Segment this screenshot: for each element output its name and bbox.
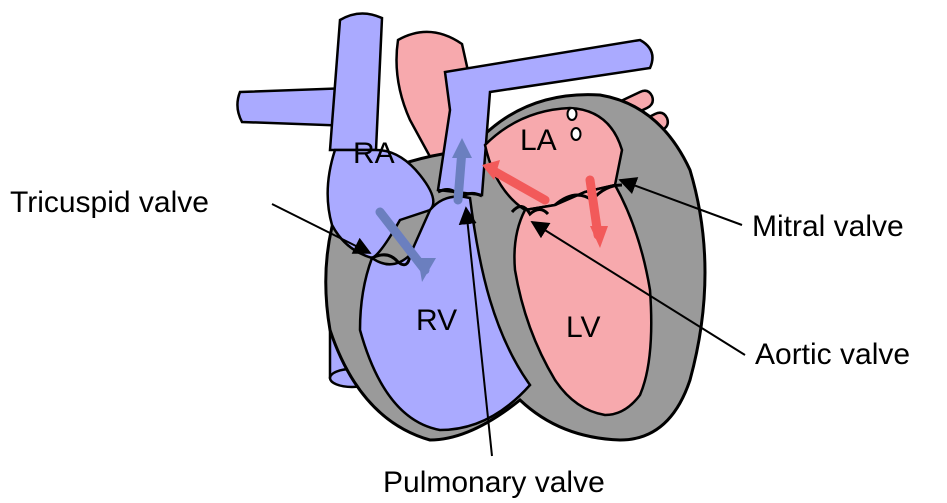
la-opening-2 [572,128,581,140]
superior-vena-cava [330,13,382,150]
label-rv: RV [416,304,457,337]
label-mitral-valve: Mitral valve [752,210,904,243]
label-tricuspid-valve: Tricuspid valve [10,186,209,219]
label-lv: LV [566,311,600,344]
label-aortic-valve: Aortic valve [755,338,910,371]
label-la: LA [520,124,557,157]
label-ra: RA [353,137,395,170]
label-pulmonary-valve: Pulmonary valve [383,466,605,499]
la-opening-1 [568,108,577,120]
